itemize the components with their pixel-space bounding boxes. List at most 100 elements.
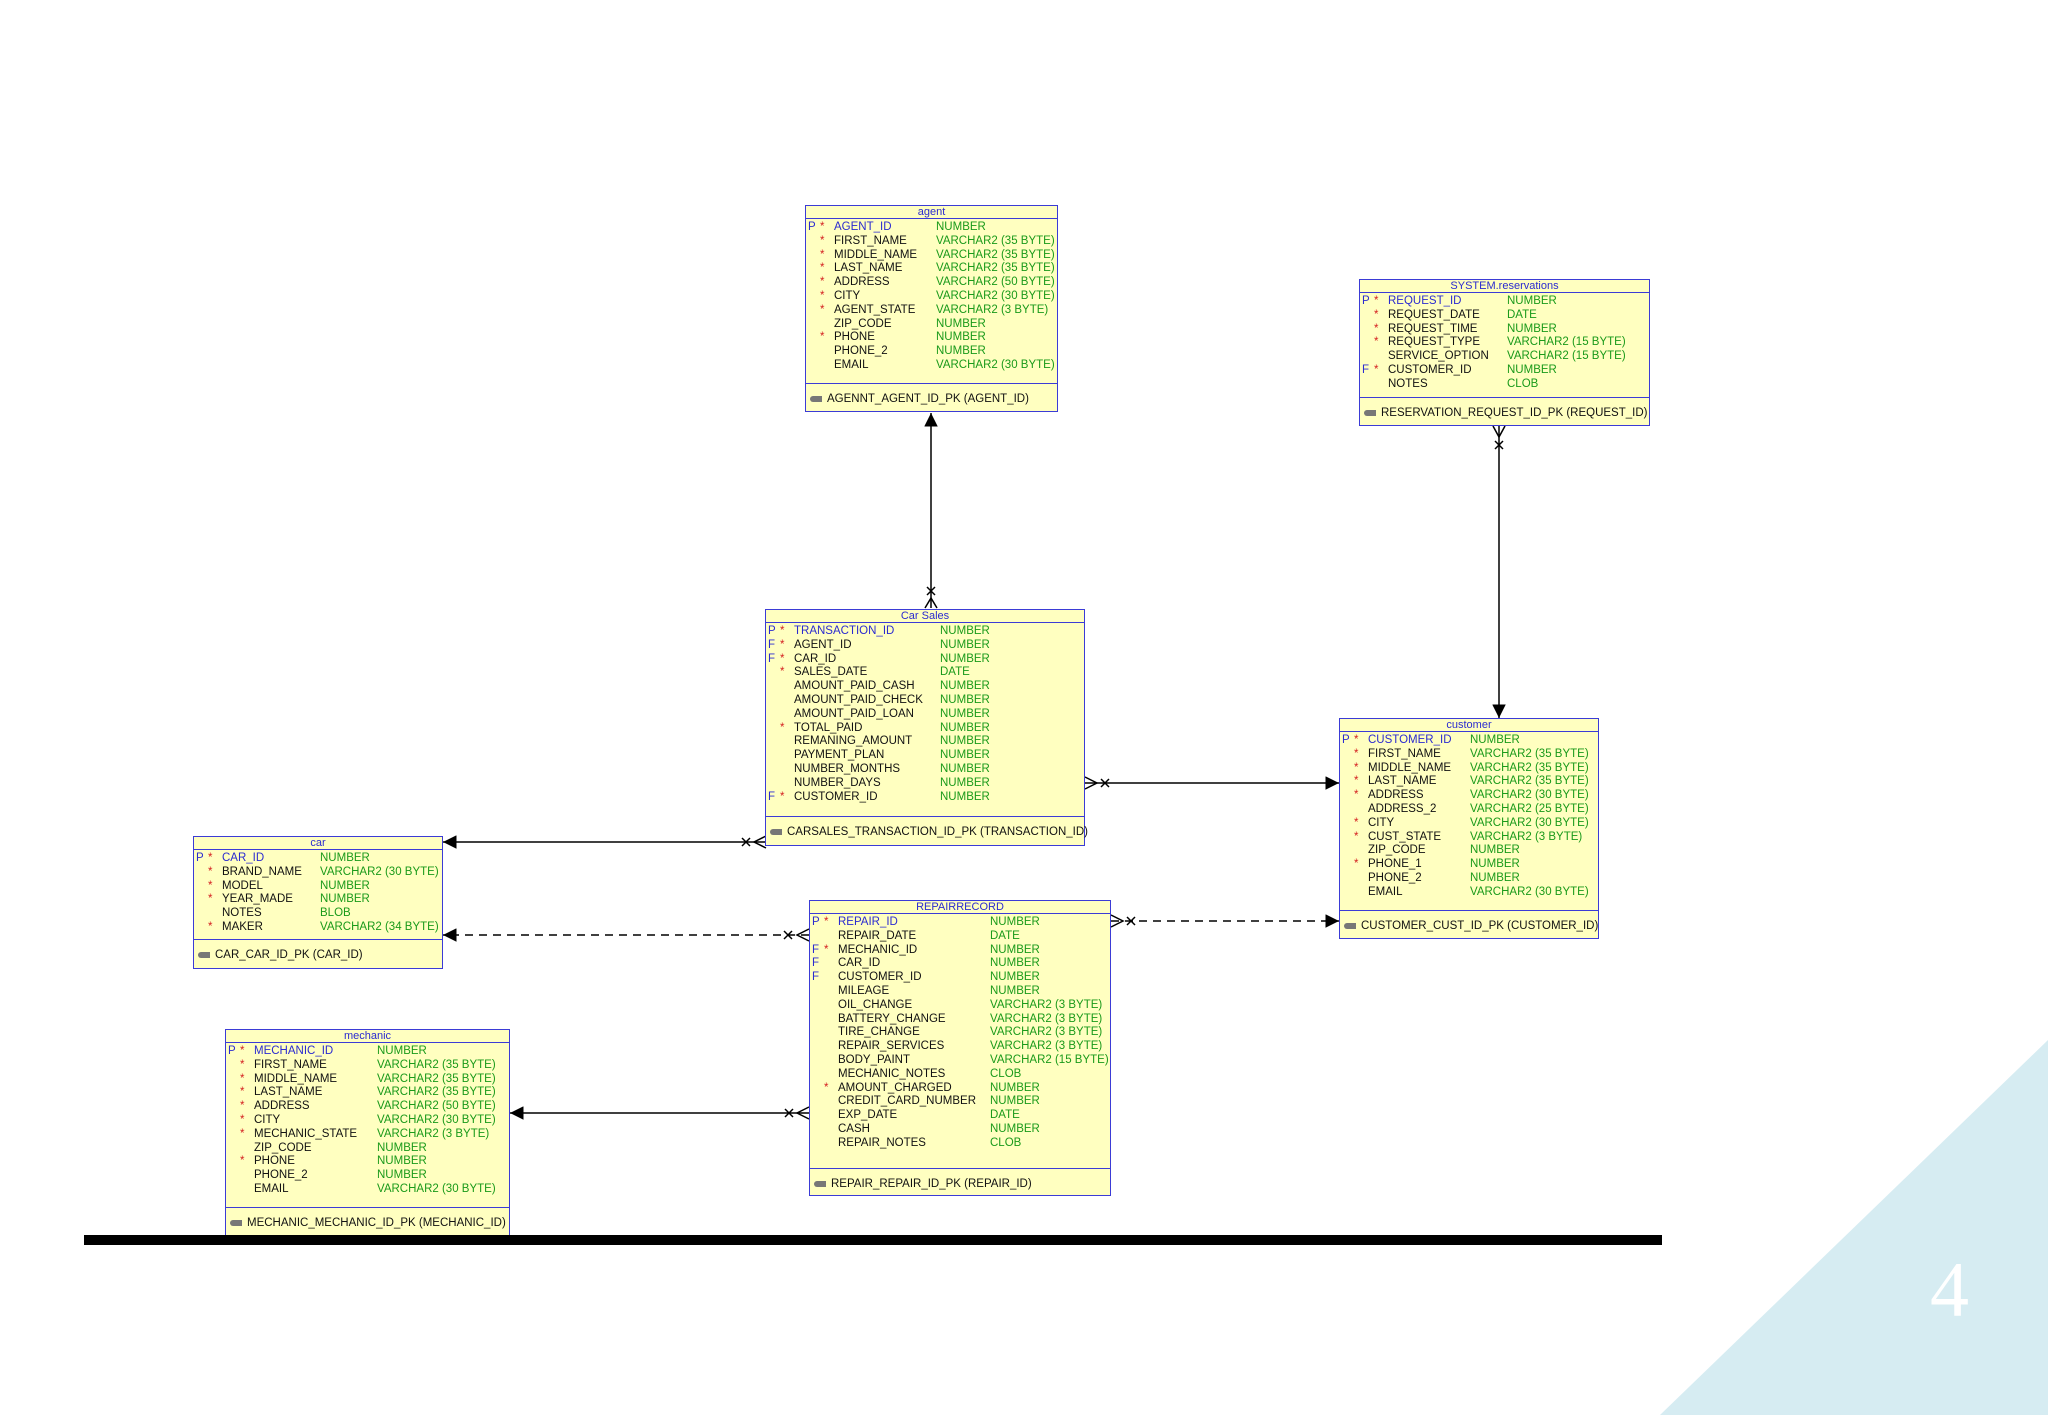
column-type: VARCHAR2 (25 BYTE)	[1470, 802, 1589, 815]
column-name: OIL_CHANGE	[838, 998, 913, 1011]
column-name: NUMBER_DAYS	[794, 776, 881, 789]
mandatory-marker: *	[208, 865, 213, 878]
key-section: AGENNT_AGENT_ID_PK (AGENT_ID)	[806, 383, 1057, 405]
column-type: NUMBER	[990, 971, 1040, 984]
column-type: VARCHAR2 (35 BYTE)	[936, 248, 1055, 261]
column-type: VARCHAR2 (30 BYTE)	[1470, 789, 1589, 802]
mandatory-marker: *	[824, 943, 829, 956]
column-type: VARCHAR2 (30 BYTE)	[377, 1113, 496, 1126]
column-type: VARCHAR2 (30 BYTE)	[936, 289, 1055, 302]
column-name: YEAR_MADE	[222, 893, 293, 906]
column-name: LAST_NAME	[834, 262, 903, 275]
column-type: NUMBER	[936, 221, 986, 233]
mandatory-marker: *	[208, 893, 213, 906]
column-name: EXP_DATE	[838, 1109, 898, 1122]
column-type: VARCHAR2 (35 BYTE)	[936, 234, 1055, 247]
mandatory-marker: *	[780, 721, 785, 734]
column-key-flag: F	[812, 957, 820, 970]
column-name: MIDDLE_NAME	[1368, 761, 1452, 774]
column-type: NUMBER	[940, 680, 990, 693]
relationship-reservations-customer	[1492, 425, 1506, 718]
mandatory-marker: *	[1374, 363, 1379, 376]
column-type: VARCHAR2 (30 BYTE)	[377, 1182, 496, 1195]
column-type: NUMBER	[320, 852, 370, 864]
column-name: ADDRESS	[254, 1100, 310, 1113]
column-name: REQUEST_DATE	[1388, 308, 1480, 321]
key-icon	[814, 1180, 826, 1187]
column-name: CITY	[1368, 816, 1395, 829]
column-type: VARCHAR2 (35 BYTE)	[1470, 747, 1589, 760]
mandatory-marker: *	[1354, 761, 1359, 774]
mandatory-marker: *	[208, 920, 213, 933]
column-type: VARCHAR2 (35 BYTE)	[936, 262, 1055, 275]
mandatory-marker: *	[820, 289, 825, 302]
column-type: NUMBER	[990, 1122, 1040, 1135]
column-name: EMAIL	[1368, 885, 1403, 898]
column-name: MILEAGE	[838, 984, 890, 997]
column-type: NUMBER	[377, 1155, 427, 1168]
column-type: VARCHAR2 (50 BYTE)	[936, 276, 1055, 289]
column-type: VARCHAR2 (30 BYTE)	[1470, 816, 1589, 829]
column-key-flag: F	[1362, 363, 1370, 376]
column-name: CREDIT_CARD_NUMBER	[838, 1095, 977, 1108]
mandatory-marker: *	[240, 1086, 245, 1099]
column-name: TIRE_CHANGE	[838, 1026, 920, 1039]
primary-key-row: AGENNT_AGENT_ID_PK (AGENT_ID)	[810, 392, 1029, 406]
column-name: NUMBER_MONTHS	[794, 762, 901, 775]
column-type: NUMBER	[377, 1169, 427, 1182]
column-row: NOTES BLOB	[194, 907, 442, 921]
relationship-carsales-customer	[1084, 776, 1339, 790]
column-name: REPAIR_NOTES	[838, 1136, 926, 1149]
column-name: AGENT_STATE	[834, 303, 916, 316]
column-name: NOTES	[222, 907, 262, 920]
relationship-repairrecord-car	[443, 928, 810, 942]
column-key-flag: F	[812, 943, 820, 956]
column-name: LAST_NAME	[1368, 775, 1437, 788]
column-type: NUMBER	[940, 652, 990, 665]
column-type: NUMBER	[940, 790, 990, 803]
column-key-flag: F	[768, 790, 776, 803]
column-name: CAR_ID	[794, 652, 837, 665]
column-name: MECHANIC_STATE	[254, 1127, 358, 1140]
column-type: VARCHAR2 (3 BYTE)	[990, 1040, 1103, 1053]
column-type: BLOB	[320, 907, 351, 920]
mandatory-marker: *	[208, 852, 213, 864]
column-name: AMOUNT_PAID_CASH	[794, 680, 915, 693]
column-key-flag: P	[812, 916, 820, 928]
key-constraint-label: AGENNT_AGENT_ID_PK (AGENT_ID)	[827, 393, 1029, 405]
column-type: NUMBER	[940, 749, 990, 762]
key-section: CARSALES_TRANSACTION_ID_PK (TRANSACTION_…	[766, 816, 1088, 838]
mandatory-marker: *	[820, 248, 825, 261]
